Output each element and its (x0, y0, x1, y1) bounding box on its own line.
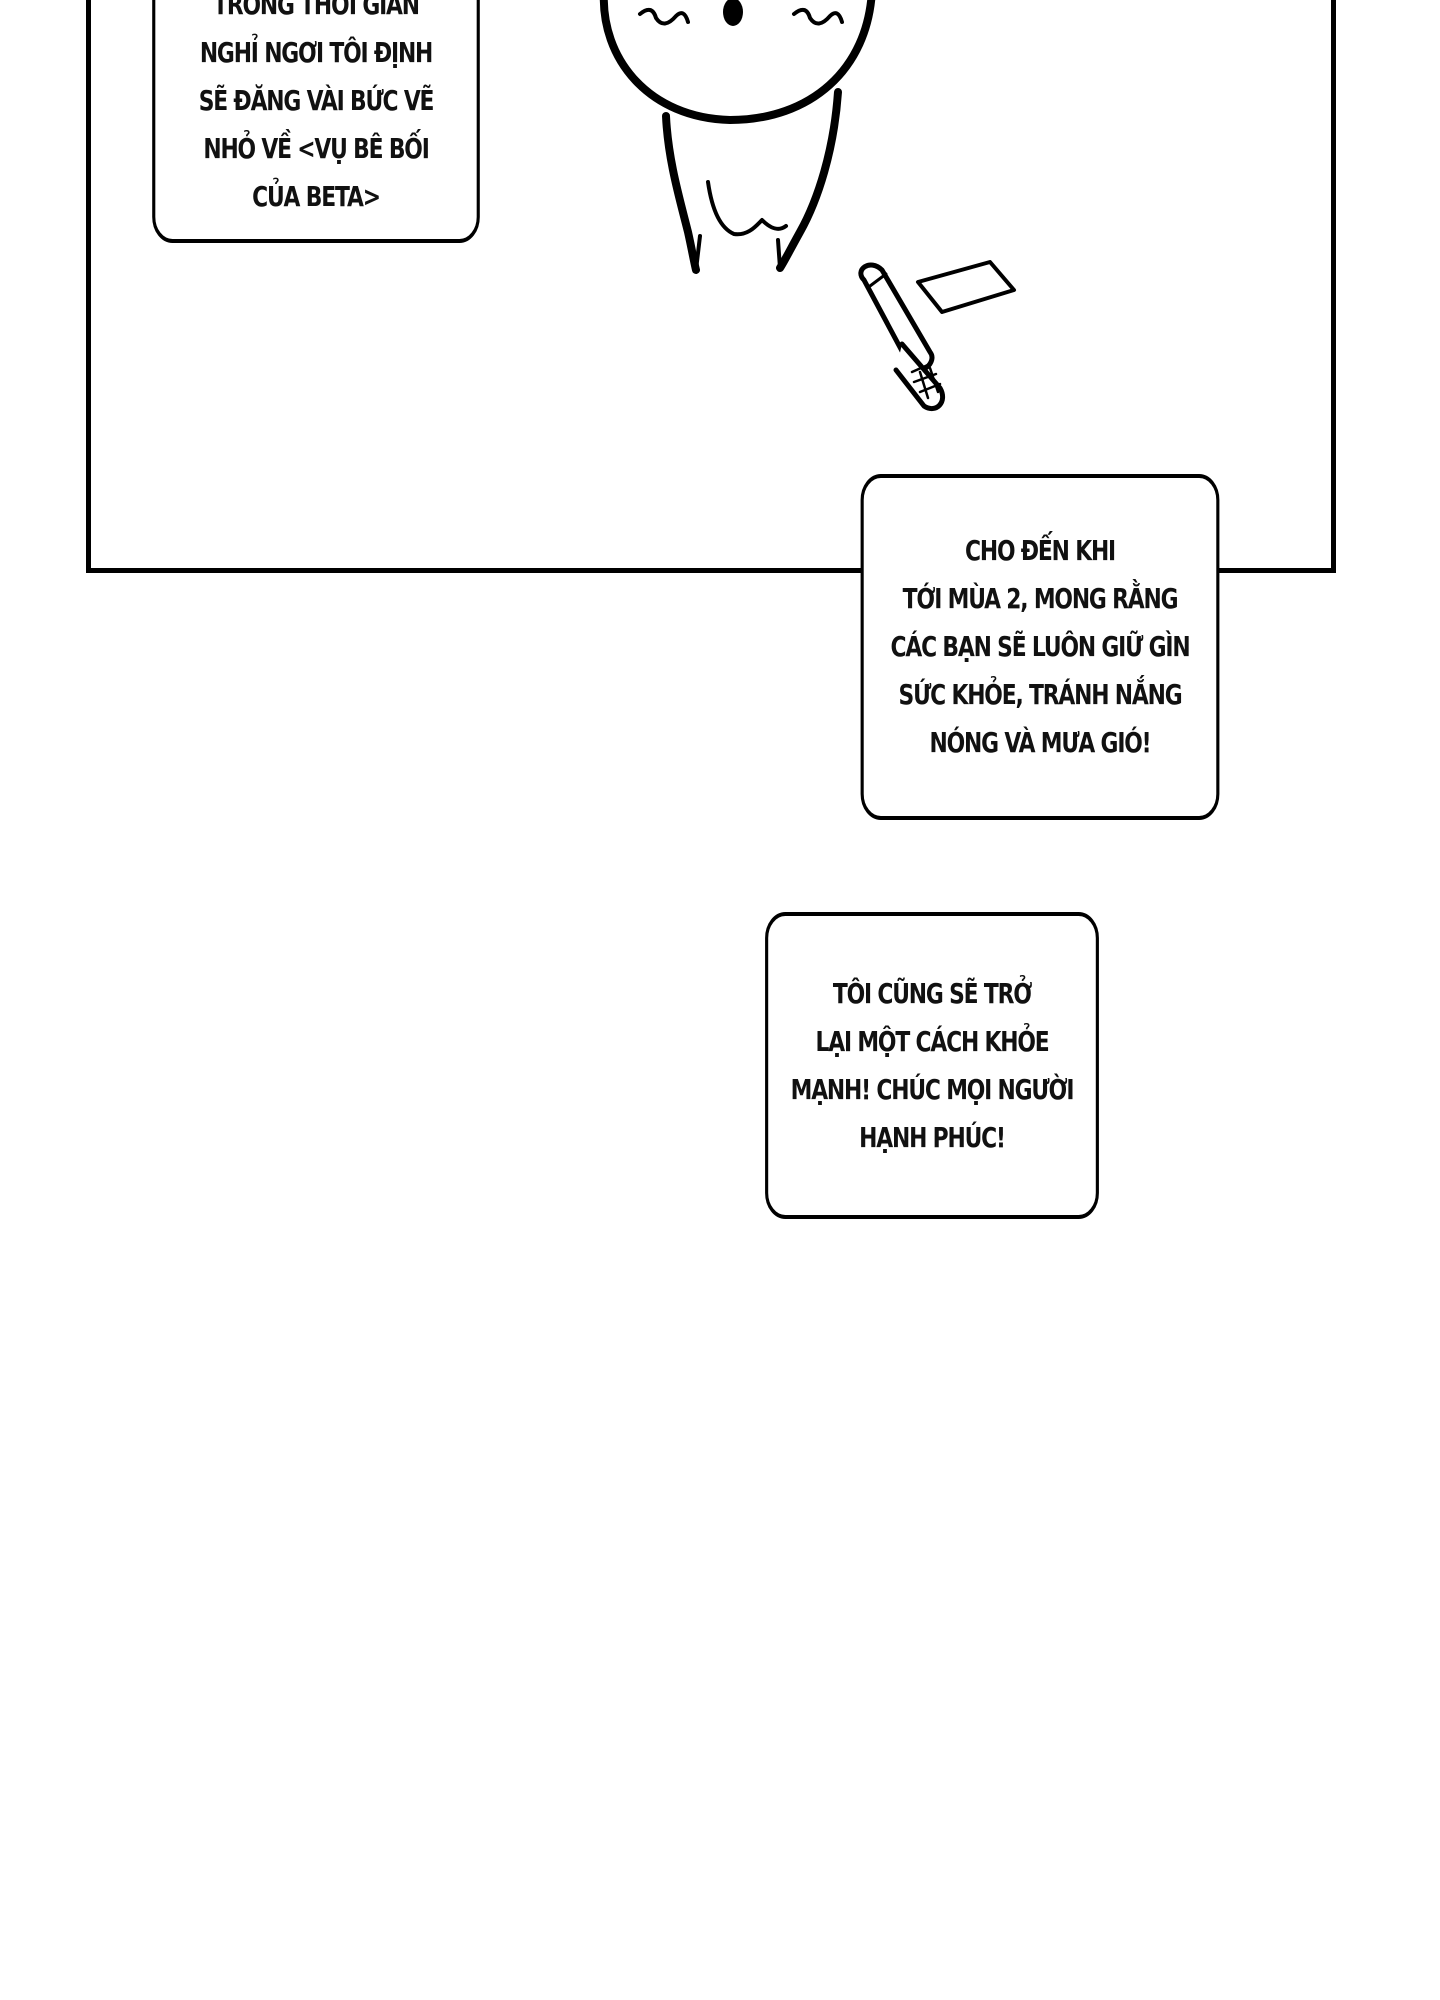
bubble-3-line-1: TÔI CŨNG SẼ TRỞ (832, 976, 1032, 1010)
speech-bubble-2: CHO ĐẾN KHI TỚI MÙA 2, MONG RẰNG CÁC BẠN… (860, 474, 1220, 820)
bubble-1-line-1: TRONG THỜI GIAN (213, 0, 420, 21)
bubble-2-line-3: CÁC BẠN SẼ LUÔN GIỮ GÌN (890, 630, 1191, 663)
bubble-1-line-2: NGHỈ NGƠI TÔI ĐỊNH (199, 36, 434, 69)
bubble-2-line-5: NÓNG VÀ MƯA GIÓ! (929, 726, 1152, 759)
bubble-2-line-4: SỨC KHỎE, TRÁNH NẮNG (898, 678, 1183, 711)
bubble-3-line-3: MẠNH! CHÚC MỌI NGƯỜI (790, 1072, 1075, 1106)
bubble-1-line-3: SẼ ĐĂNG VÀI BỨC VẼ (198, 84, 435, 117)
bubble-3-line-4: HẠNH PHÚC! (859, 1120, 1006, 1154)
speech-bubble-1: TRONG THỜI GIAN NGHỈ NGƠI TÔI ĐỊNH SẼ ĐĂ… (152, 0, 480, 243)
speech-bubble-3: TÔI CŨNG SẼ TRỞ LẠI MỘT CÁCH KHỎE MẠNH! … (765, 912, 1099, 1219)
bubble-1-line-4: NHỎ VỀ <VỤ BÊ BỐI (203, 132, 429, 165)
bubble-1-line-5: CỦA BETA> (252, 180, 381, 213)
bubble-2-line-1: CHO ĐẾN KHI (964, 534, 1116, 567)
bubble-3-line-2: LẠI MỘT CÁCH KHỎE (815, 1024, 1049, 1058)
bubble-2-line-2: TỚI MÙA 2, MONG RẰNG (902, 582, 1179, 615)
